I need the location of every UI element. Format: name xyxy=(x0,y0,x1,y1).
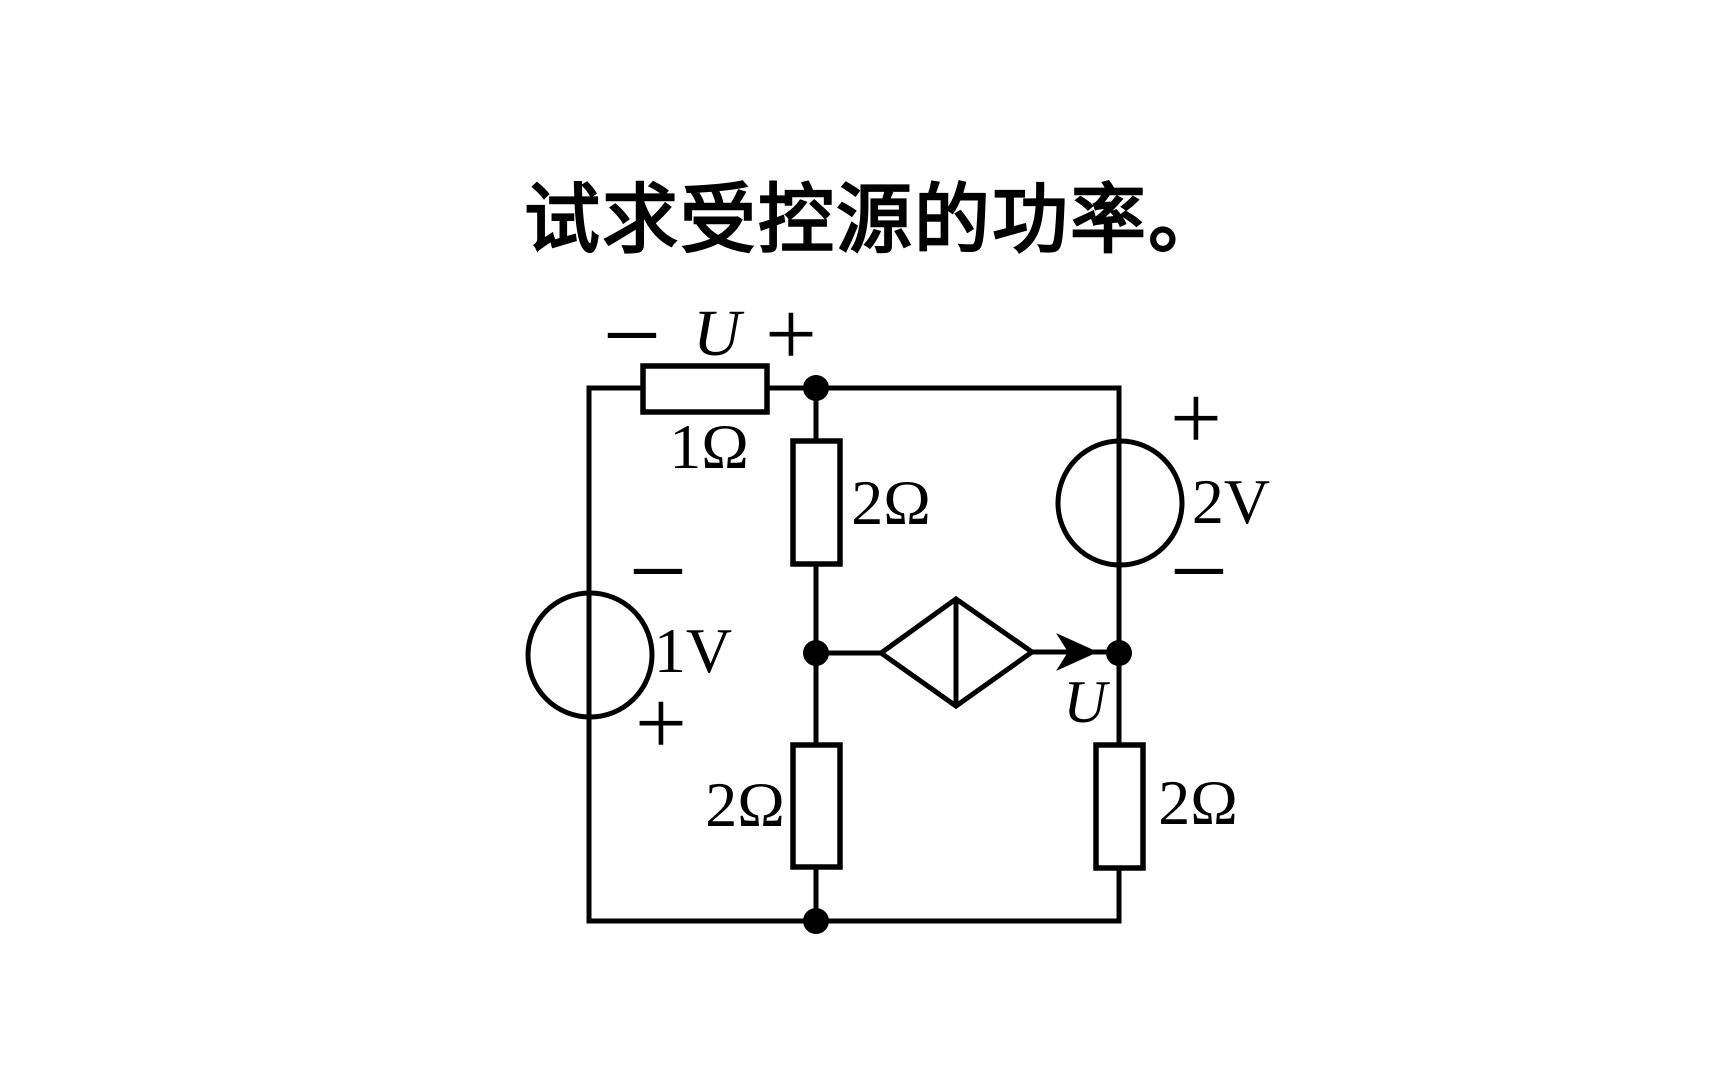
current-arrow-icon xyxy=(1056,633,1098,671)
node-dot xyxy=(803,375,829,401)
v1-plus-sign: + xyxy=(635,672,687,774)
resistors xyxy=(640,363,1146,871)
resistor-2ohm-lower-right-value: 2Ω xyxy=(1158,767,1238,838)
resistor-1ohm-value: 1Ω xyxy=(669,411,749,482)
node-dot xyxy=(803,908,829,934)
node-dot xyxy=(1106,640,1132,666)
resistor-2ohm-lower-mid xyxy=(790,742,843,870)
outer-loop-wire xyxy=(586,385,1122,924)
u-branch-label: U xyxy=(693,297,745,370)
resistor-2ohm-lower-mid-value: 2Ω xyxy=(705,769,785,840)
connection-nodes xyxy=(803,375,1132,934)
labels: − U + 1Ω 2Ω 2Ω 2Ω − 1V + + 2V − U xyxy=(603,278,1270,840)
resistor-2ohm-upper-mid-value: 2Ω xyxy=(851,467,931,538)
dependent-source xyxy=(876,595,1098,710)
page-title: 试求受控源的功率。 xyxy=(524,178,1226,263)
node-dot xyxy=(803,640,829,666)
v1-minus-sign: − xyxy=(629,514,688,629)
v2-value: 2V xyxy=(1192,466,1270,537)
u-branch-minus-sign: − xyxy=(603,278,662,393)
resistor-1ohm-top xyxy=(640,363,770,415)
resistor-2ohm-upper-mid xyxy=(790,438,843,567)
u-branch-plus-sign: + xyxy=(765,283,817,385)
v1-value: 1V xyxy=(654,615,732,686)
v2-minus-sign: − xyxy=(1170,514,1229,629)
resistor-2ohm-lower-right xyxy=(1093,742,1146,871)
dep-source-control-label: U xyxy=(1063,669,1110,735)
v2-plus-sign: + xyxy=(1170,367,1222,469)
